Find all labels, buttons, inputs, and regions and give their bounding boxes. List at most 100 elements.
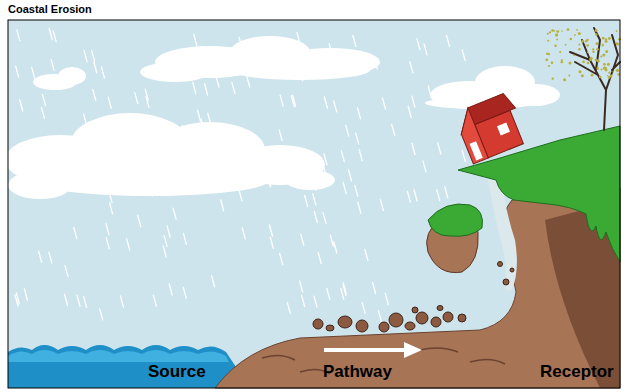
leaf xyxy=(605,50,608,53)
rain-streak xyxy=(244,63,247,74)
rain-streak xyxy=(323,212,326,223)
rain-streak xyxy=(463,92,466,103)
pathway-arrow xyxy=(404,342,422,358)
leaf xyxy=(556,39,558,41)
rock xyxy=(412,307,418,313)
rain-streak xyxy=(183,233,186,244)
leaf xyxy=(560,61,563,64)
rain-streak xyxy=(17,30,20,41)
leaf xyxy=(602,54,605,57)
leaf xyxy=(549,31,551,33)
rain-streak xyxy=(301,178,304,189)
rain-streak xyxy=(407,191,410,202)
leaf xyxy=(601,69,603,71)
rain-streak xyxy=(358,202,361,213)
leaf xyxy=(565,44,567,46)
leaf xyxy=(561,30,563,32)
rain-streak xyxy=(334,242,337,253)
rain-streak xyxy=(423,161,426,172)
rain-streak xyxy=(100,309,103,320)
rain-streak xyxy=(15,29,466,326)
rain-streak xyxy=(125,160,128,171)
rain-streak xyxy=(353,36,356,47)
rain-streak xyxy=(16,66,19,77)
rain-streak xyxy=(327,288,330,299)
leaf xyxy=(595,29,598,32)
leaf xyxy=(578,32,581,35)
leaf xyxy=(599,76,602,79)
rain-streak xyxy=(330,235,333,246)
rain-streak xyxy=(412,144,415,155)
rain-streak xyxy=(106,238,109,249)
cloud xyxy=(140,62,210,82)
rain-streak xyxy=(280,95,283,106)
pathway-arrow xyxy=(324,342,422,358)
leaf xyxy=(551,29,554,32)
leaf xyxy=(586,39,589,42)
leaf xyxy=(591,73,594,76)
rain-streak xyxy=(173,208,176,219)
rain-streak xyxy=(179,151,182,162)
rain-streak xyxy=(334,101,337,112)
rain-streak xyxy=(353,65,356,76)
rock xyxy=(498,262,503,267)
leaf xyxy=(567,28,570,31)
leaf xyxy=(595,33,598,36)
ground xyxy=(215,188,620,388)
rain-streak xyxy=(242,228,245,239)
rain-streak xyxy=(462,50,465,61)
leaf xyxy=(608,72,610,74)
rain-streak xyxy=(65,266,68,277)
rain-streak xyxy=(39,251,42,262)
leaf xyxy=(592,48,594,50)
leaf xyxy=(607,63,610,66)
rain-streak xyxy=(110,203,113,214)
tree xyxy=(570,28,620,130)
rain-streak xyxy=(212,276,215,287)
tree xyxy=(570,28,620,130)
rain-streak xyxy=(280,254,283,265)
rain-streak xyxy=(362,302,365,313)
rain-streak xyxy=(412,96,415,107)
rain-streak xyxy=(305,67,308,78)
rain-streak xyxy=(163,246,166,257)
rain-streak xyxy=(109,192,112,203)
rain-streak xyxy=(41,107,44,118)
leaf xyxy=(561,59,563,61)
rain-streak xyxy=(329,44,332,55)
rain-streak xyxy=(32,67,35,78)
house xyxy=(453,91,529,164)
rain-streak xyxy=(135,93,138,104)
leaf xyxy=(569,61,572,64)
rain-streak xyxy=(323,164,326,175)
rock xyxy=(326,325,334,331)
rain-streak xyxy=(183,125,186,136)
rain-streak xyxy=(355,185,358,196)
leaf xyxy=(589,58,592,61)
rain-streak xyxy=(205,84,208,95)
rain-streak xyxy=(378,311,381,322)
pathway-arrow xyxy=(324,348,406,352)
rain-streak xyxy=(120,296,123,307)
rain-streak xyxy=(16,293,19,304)
rock xyxy=(313,262,514,333)
leaf xyxy=(570,38,573,41)
rain-streak xyxy=(462,151,465,162)
cloud xyxy=(58,67,86,85)
rain-streak xyxy=(445,187,448,198)
rain-streak xyxy=(301,234,304,245)
leaf xyxy=(607,75,609,77)
leaf xyxy=(559,51,561,53)
leaf xyxy=(604,68,607,71)
rock xyxy=(443,312,453,322)
rain-streak xyxy=(150,185,153,196)
leaf xyxy=(578,48,580,50)
leaf xyxy=(602,44,604,46)
leaf xyxy=(605,38,607,40)
rain-streak xyxy=(101,67,104,78)
cloud xyxy=(8,171,72,199)
leaf xyxy=(579,70,582,73)
leaf xyxy=(551,62,553,64)
leaf xyxy=(596,48,599,51)
